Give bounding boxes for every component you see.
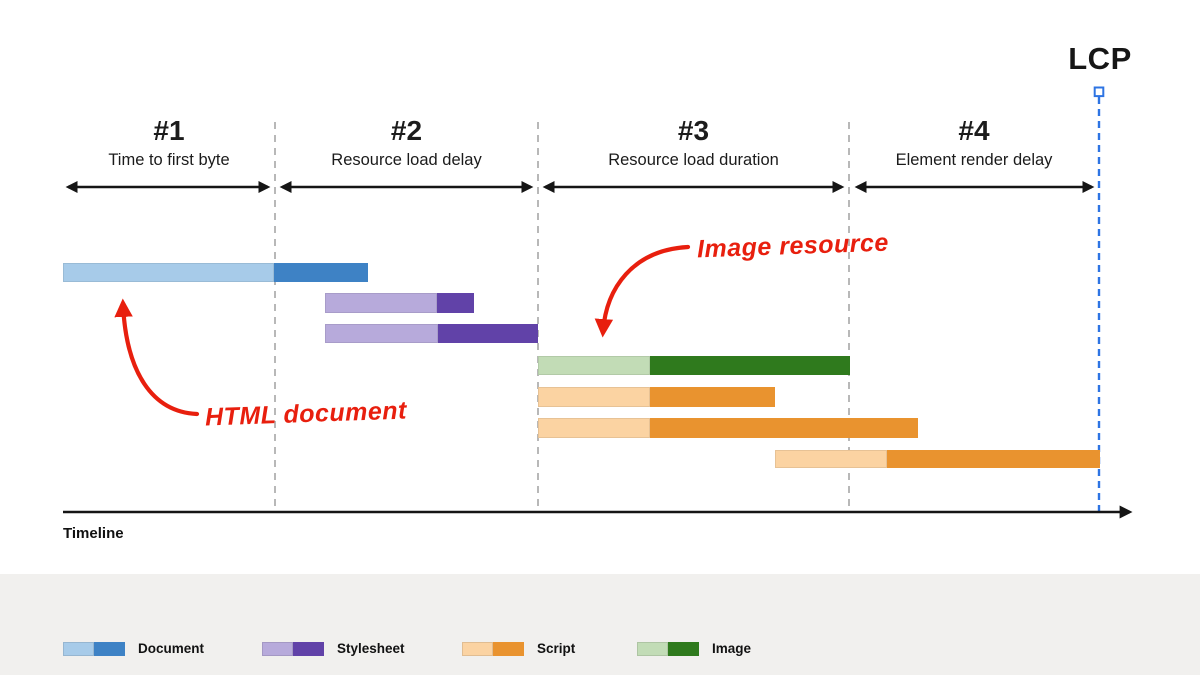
- legend-item-stylesheet: Stylesheet: [262, 641, 405, 656]
- phase-3-label: Resource load duration: [608, 151, 779, 169]
- annotation-image-resource: Image resource: [696, 228, 890, 264]
- image-legend-swatch: [637, 641, 699, 656]
- phase-1-number: #1: [153, 115, 185, 146]
- red-arrow-to-document-bar: [114, 298, 200, 417]
- phase-3-number: #3: [677, 115, 710, 146]
- phase-4-number: #4: [958, 115, 990, 146]
- script-legend-swatch: [462, 641, 524, 656]
- phase-2-label: Resource load delay: [331, 151, 482, 169]
- annotation-html-document: HTML document: [204, 396, 408, 432]
- phase-1-label: Time to first byte: [108, 151, 230, 169]
- stylesheet-bar-load-delay-segment: [325, 293, 437, 313]
- lcp-marker: [1093, 86, 1105, 98]
- stylesheet-swatch-light: [262, 641, 293, 656]
- image-bar-load-duration-segment: [650, 356, 850, 375]
- legend: Document Stylesheet Script Image: [0, 574, 1200, 675]
- legend-label-stylesheet: Stylesheet: [337, 641, 405, 656]
- stylesheet-legend-swatch: [262, 641, 324, 656]
- script-bar-load-duration-segment: [650, 418, 918, 438]
- script-swatch-light: [462, 641, 493, 656]
- legend-label-image: Image: [712, 641, 752, 656]
- legend-item-script: Script: [462, 641, 575, 656]
- timeline-axis-label: Timeline: [63, 525, 124, 542]
- stylesheet-bar-load-duration-segment: [438, 324, 538, 343]
- script-swatch-dark: [493, 641, 524, 656]
- script-bar-load-delay-segment: [538, 418, 650, 438]
- phase-4-label: Element render delay: [895, 151, 1053, 169]
- document-bar-load-duration-segment: [274, 263, 368, 282]
- legend-label-document: Document: [138, 641, 205, 656]
- stylesheet-bar-load-delay-segment: [325, 324, 438, 343]
- document-bar-load-delay-segment: [63, 263, 274, 282]
- script-bar-load-delay-segment: [538, 387, 650, 407]
- image-swatch-dark: [668, 641, 699, 656]
- script-bar-load-delay-segment: [775, 450, 887, 468]
- document-swatch-dark: [94, 641, 125, 656]
- document-legend-swatch: [63, 641, 125, 656]
- legend-label-script: Script: [537, 641, 576, 656]
- stylesheet-swatch-dark: [293, 641, 324, 656]
- document-swatch-light: [63, 641, 94, 656]
- legend-item-image: Image: [637, 641, 751, 656]
- image-swatch-light: [637, 641, 668, 656]
- image-bar-load-delay-segment: [538, 356, 650, 375]
- script-bar-load-duration-segment: [650, 387, 775, 407]
- red-arrow-to-image-bar: [594, 244, 691, 338]
- phase-2-number: #2: [390, 115, 423, 146]
- script-bar-load-duration-segment: [887, 450, 1100, 468]
- stylesheet-bar-load-duration-segment: [437, 293, 474, 313]
- legend-item-document: Document: [63, 641, 204, 656]
- lcp-title: LCP: [1068, 41, 1132, 76]
